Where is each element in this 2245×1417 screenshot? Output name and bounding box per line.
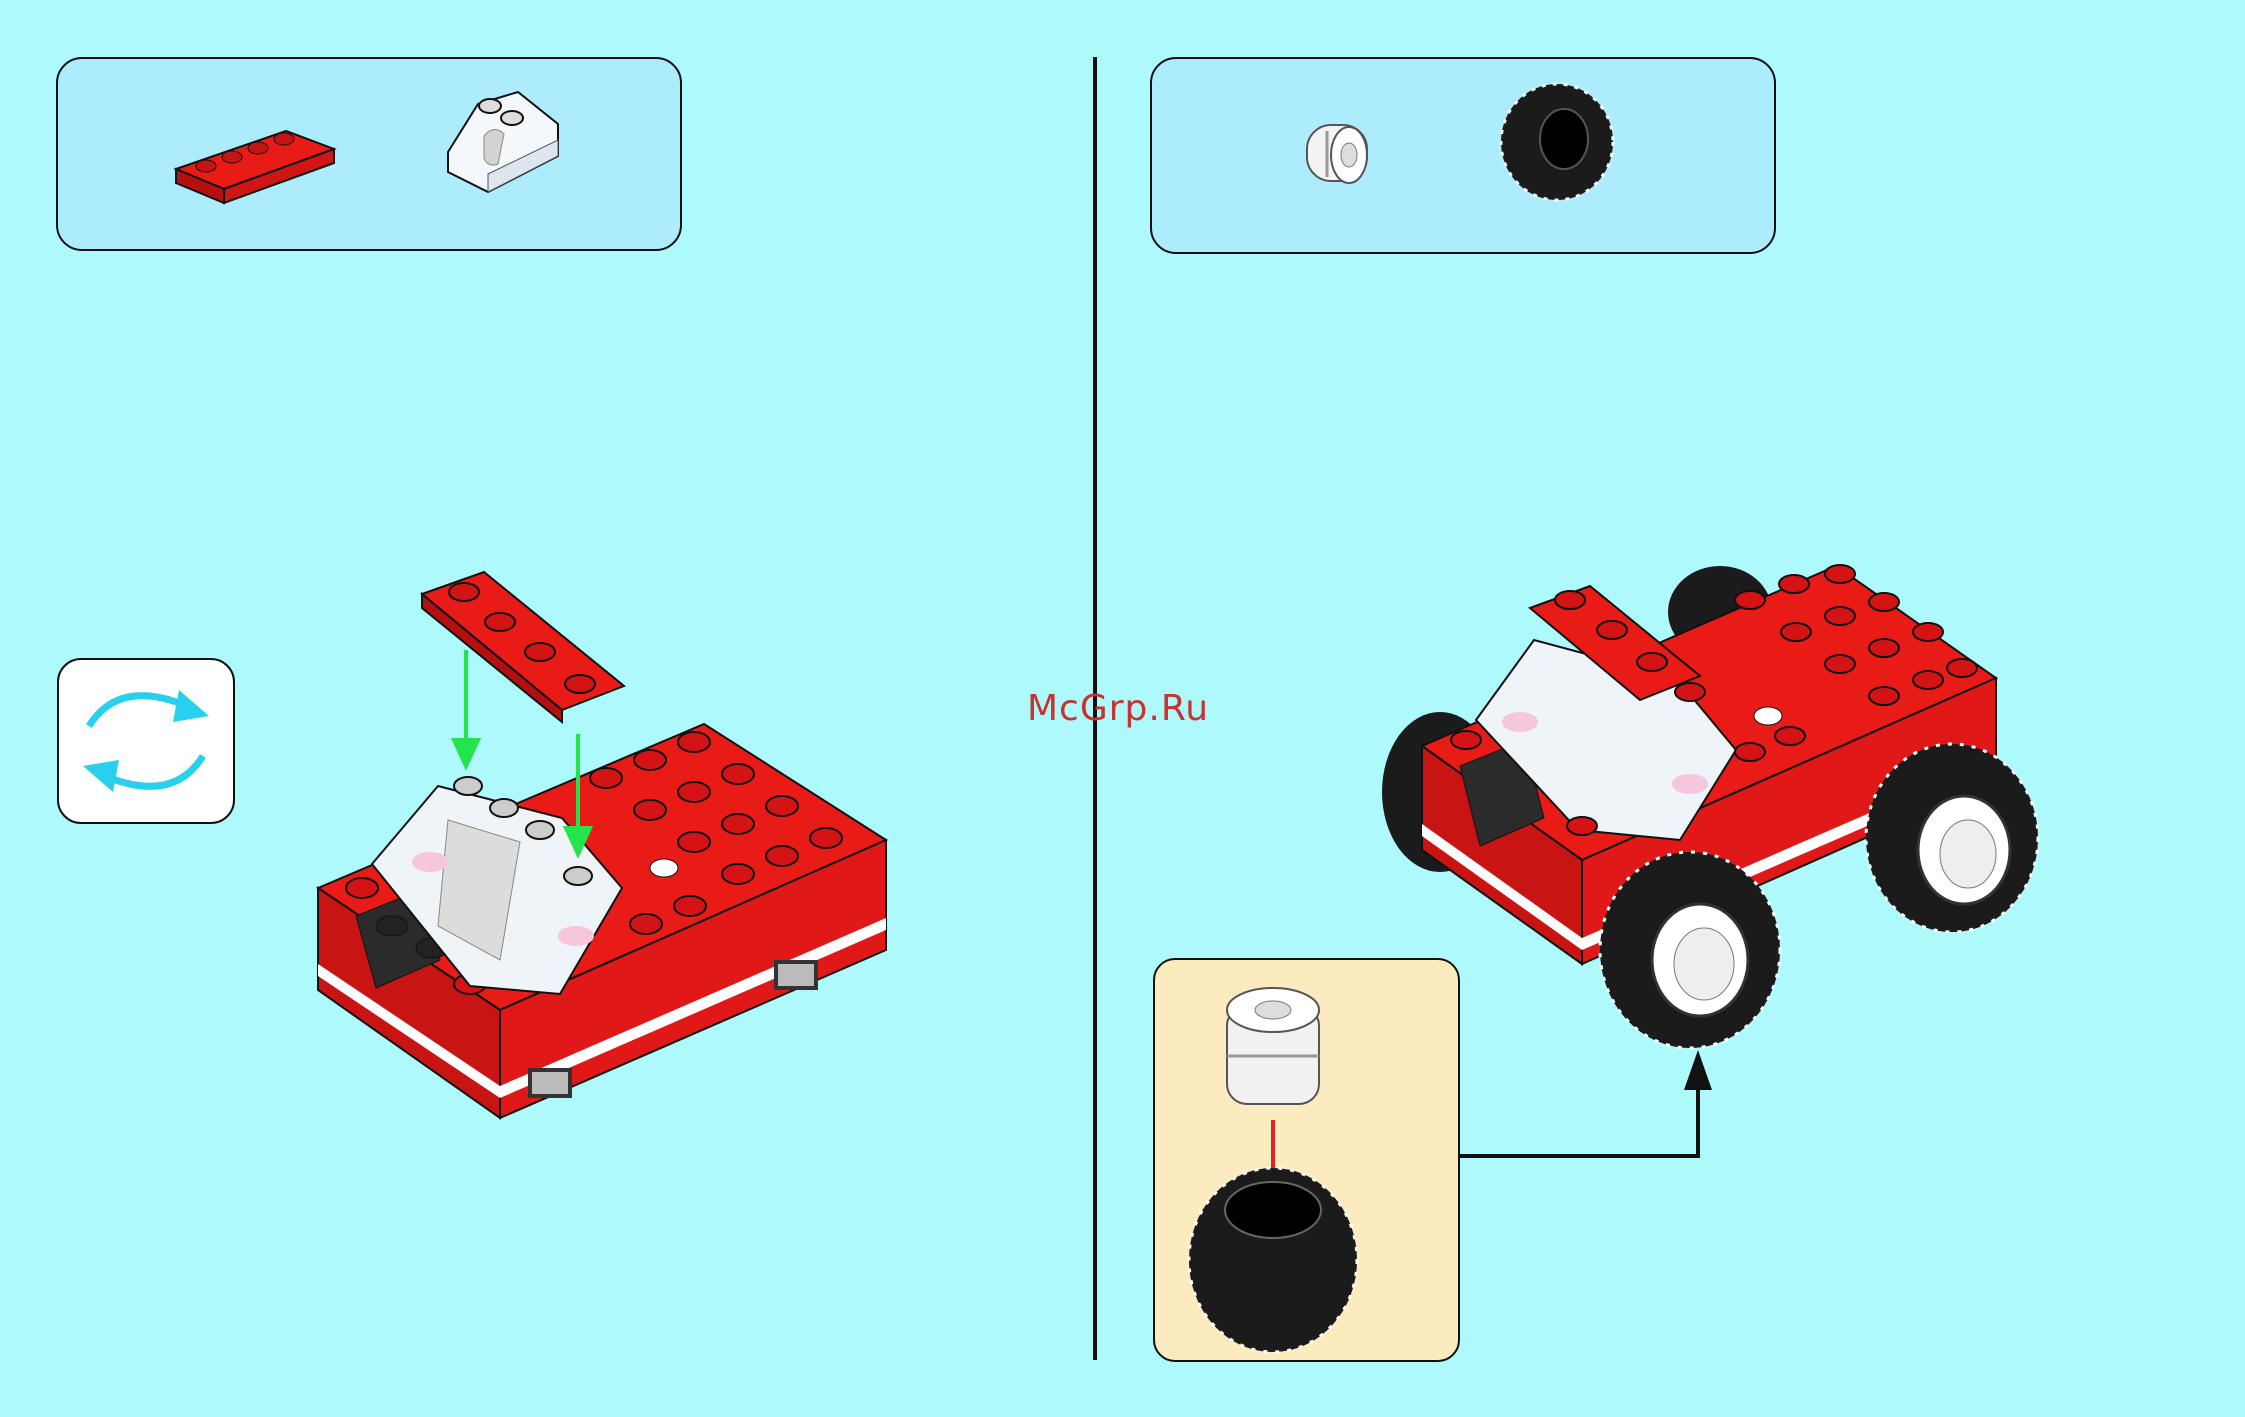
wheel-subassembly-illustration	[1155, 960, 1458, 1360]
watermark-text: McGrp.Ru	[1027, 688, 1209, 729]
wheel-subassembly-callout	[1153, 958, 1460, 1362]
